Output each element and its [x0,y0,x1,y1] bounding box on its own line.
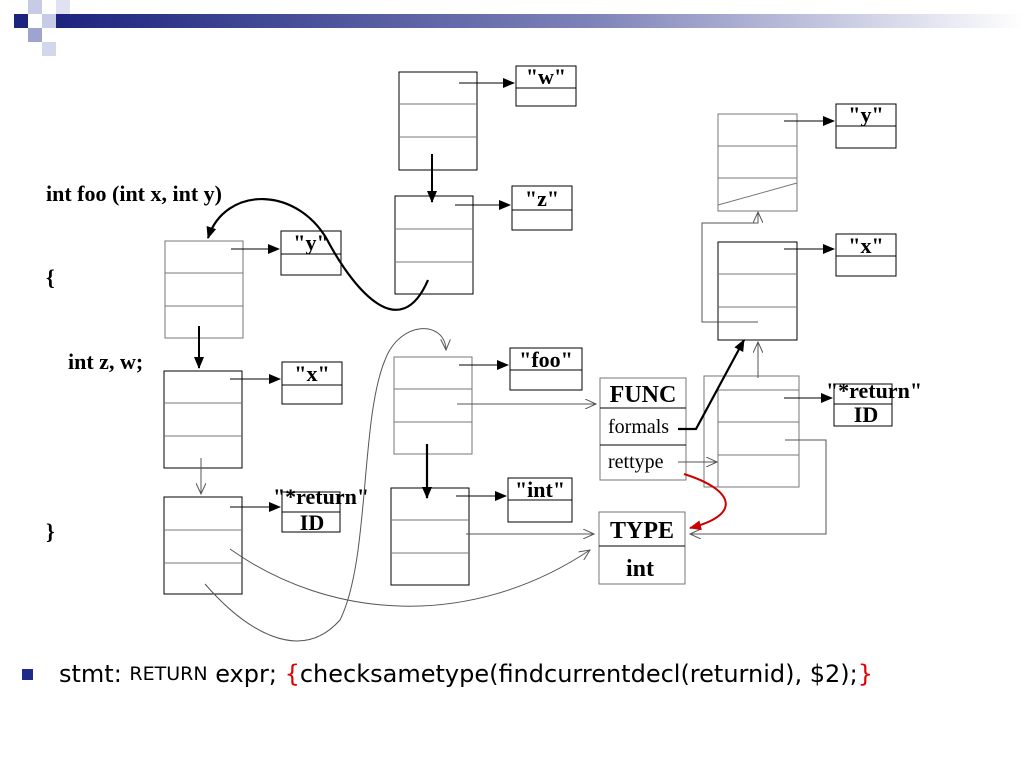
symtab-node-z [394,195,474,295]
bullet-square-icon [22,668,33,680]
rule-keyword: RETURN [129,663,208,685]
name-box-return: "*return" ID [273,484,369,535]
svg-text:"x": "x" [848,233,883,258]
code-line: int foo (int x, int y) [46,181,222,206]
type-check-arrow [683,473,727,531]
scope-link-curve-thin [204,328,446,642]
svg-text:formals: formals [608,416,669,438]
formals-pointer [678,339,745,431]
header-square [42,14,56,28]
svg-text:rettype: rettype [608,451,664,473]
symtab-node-w [398,71,478,171]
type-int-box: TYPE int [598,511,686,585]
name-box-x-right: "x" [835,233,897,277]
svg-text:"z": "z" [525,186,559,211]
rule-middle: expr; [207,660,285,688]
code-line: int z, w; [46,349,144,374]
svg-text:"w": "w" [526,64,566,89]
symtab-node-foo [393,356,473,455]
rule-prefix: stmt: [59,660,130,688]
svg-text:"foo": "foo" [519,347,573,372]
header-decoration [14,0,1024,56]
bullet-grammar-rule: stmt: RETURN expr; { checksametype(findc… [22,660,873,688]
chain-loop [701,212,758,323]
header-square [14,14,28,28]
svg-text:ID: ID [300,510,324,535]
func-type-box: FUNC formals rettype [599,377,687,481]
symtab-node-int [390,487,470,586]
header-square [28,28,42,42]
name-box-y: "y" [280,230,342,276]
rule-action: checksametype(findcurrentdecl(returnid),… [299,660,858,688]
symtab-node-y-right [717,113,798,212]
symtab-node-return [163,496,243,595]
header-square [28,0,42,14]
svg-text:"y": "y" [293,230,328,255]
rule-close-brace: } [857,660,873,688]
svg-text:"*return": "*return" [273,484,369,509]
svg-text:"y": "y" [848,102,883,127]
header-square [42,42,56,56]
symtab-node-y [164,240,244,339]
scope-link-curve [206,198,430,311]
symtab-node-x [163,370,243,469]
code-listing: int foo (int x, int y) { int z, w; } [46,124,222,574]
name-box-w: "w" [515,64,577,107]
name-box-z: "z" [511,185,573,231]
symtab-node-x-right [717,241,798,341]
code-line: { [46,265,55,290]
svg-text:FUNC: FUNC [610,382,677,408]
name-box-int: "int" [507,477,573,523]
name-box-x: "x" [281,361,343,405]
header-gradient-bar [56,14,1024,28]
name-box-return-right: "*return" ID [826,378,922,427]
code-line: } [46,519,55,544]
svg-text:"x": "x" [294,361,329,386]
type-link-right [690,439,827,534]
header-square [56,0,70,14]
svg-text:ID: ID [854,402,878,427]
svg-text:"*return": "*return" [826,378,922,403]
svg-text:"int": "int" [515,477,565,502]
name-box-y-right: "y" [835,102,897,149]
rule-open-brace: { [284,660,300,688]
symtab-node-return-right [703,375,800,488]
svg-text:int: int [626,556,654,582]
type-link-curve [229,548,590,607]
name-box-foo: "foo" [509,347,583,391]
svg-text:TYPE: TYPE [610,518,674,544]
